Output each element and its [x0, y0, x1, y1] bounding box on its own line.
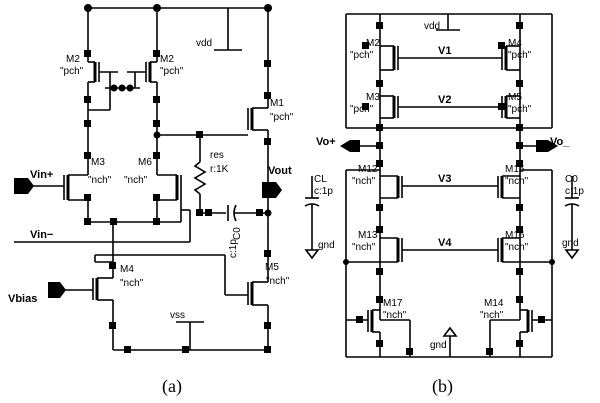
gnd-label-b: gnd — [430, 340, 447, 351]
m4a-name: M4 — [120, 264, 134, 275]
c0-name: C0 — [232, 227, 243, 240]
v4-label: V4 — [438, 237, 452, 249]
vbias-label: Vbias — [8, 293, 37, 305]
m2b-name: M2 — [160, 54, 174, 65]
vin-plus-label: Vin+ — [30, 169, 53, 181]
m5a-type: "nch" — [266, 276, 290, 287]
cl-value: c:1p — [314, 186, 333, 197]
m17-name: M17 — [383, 298, 403, 309]
m16-type: "nch" — [505, 242, 529, 253]
res-name: res — [210, 150, 224, 161]
m17-type: "nch" — [383, 310, 407, 321]
m3b-l-type: "pch" — [350, 104, 374, 115]
vin-minus-label: Vin− — [30, 229, 53, 241]
m5b-name: M5 — [508, 92, 522, 103]
m15-name: M15 — [505, 164, 525, 175]
m2a-type: "pch" — [60, 66, 84, 77]
vo-plus-label: Vo+ — [316, 136, 336, 148]
v3-label: V3 — [438, 173, 451, 185]
m15-type: "nch" — [505, 176, 529, 187]
circuit-b: vdd M2 "pch" M3 "pch" — [304, 13, 584, 397]
m4b-type: "pch" — [508, 50, 532, 61]
vdd-label-a: vdd — [196, 38, 212, 49]
cl-name: CL — [314, 174, 327, 185]
m6-type: "nch" — [124, 175, 148, 186]
m1-type: "pch" — [270, 112, 294, 123]
cl-gnd: gnd — [318, 240, 335, 251]
m2b-l-type: "pch" — [350, 50, 374, 61]
m14-name: M14 — [484, 298, 504, 309]
res-value: r:1K — [210, 164, 229, 175]
m13-type: "nch" — [352, 242, 376, 253]
m3a-name: M3 — [91, 157, 105, 168]
m2a-name: M2 — [66, 54, 80, 65]
m12-type: "nch" — [352, 176, 376, 187]
caption-a: (a) — [162, 376, 182, 397]
vss-label: vss — [170, 310, 185, 321]
v1-label: V1 — [438, 45, 451, 57]
m14-type: "nch" — [480, 310, 504, 321]
v2-label: V2 — [438, 94, 451, 106]
c0b-value: c:1p — [565, 186, 584, 197]
m16-name: M16 — [505, 230, 525, 241]
c0-value: c:1p — [228, 239, 239, 258]
m1-name: M1 — [270, 98, 284, 109]
vdd-label-b: vdd — [424, 21, 440, 32]
m5b-type: "pch" — [508, 104, 532, 115]
m3b-l-name: M3 — [366, 92, 380, 103]
m6-name: M6 — [138, 157, 152, 168]
m13-name: M13 — [358, 230, 378, 241]
vout-label: Vout — [268, 165, 292, 177]
m12-name: M12 — [358, 164, 378, 175]
m2b-type: "pch" — [160, 66, 184, 77]
m5a-name: M5 — [265, 262, 279, 273]
m2b-l-name: M2 — [366, 38, 380, 49]
caption-b: (b) — [432, 376, 453, 397]
m3a-type: "nch" — [88, 175, 112, 186]
m4b-name: M4 — [508, 38, 522, 49]
c0b-gnd: gnd — [562, 238, 579, 249]
vo-minus-label: Vo_ — [550, 136, 570, 148]
c0b-name: C0 — [565, 174, 578, 185]
circuit-a: vdd M2 "pch" M2 "pch" — [8, 4, 294, 397]
m4a-type: "nch" — [120, 278, 144, 289]
